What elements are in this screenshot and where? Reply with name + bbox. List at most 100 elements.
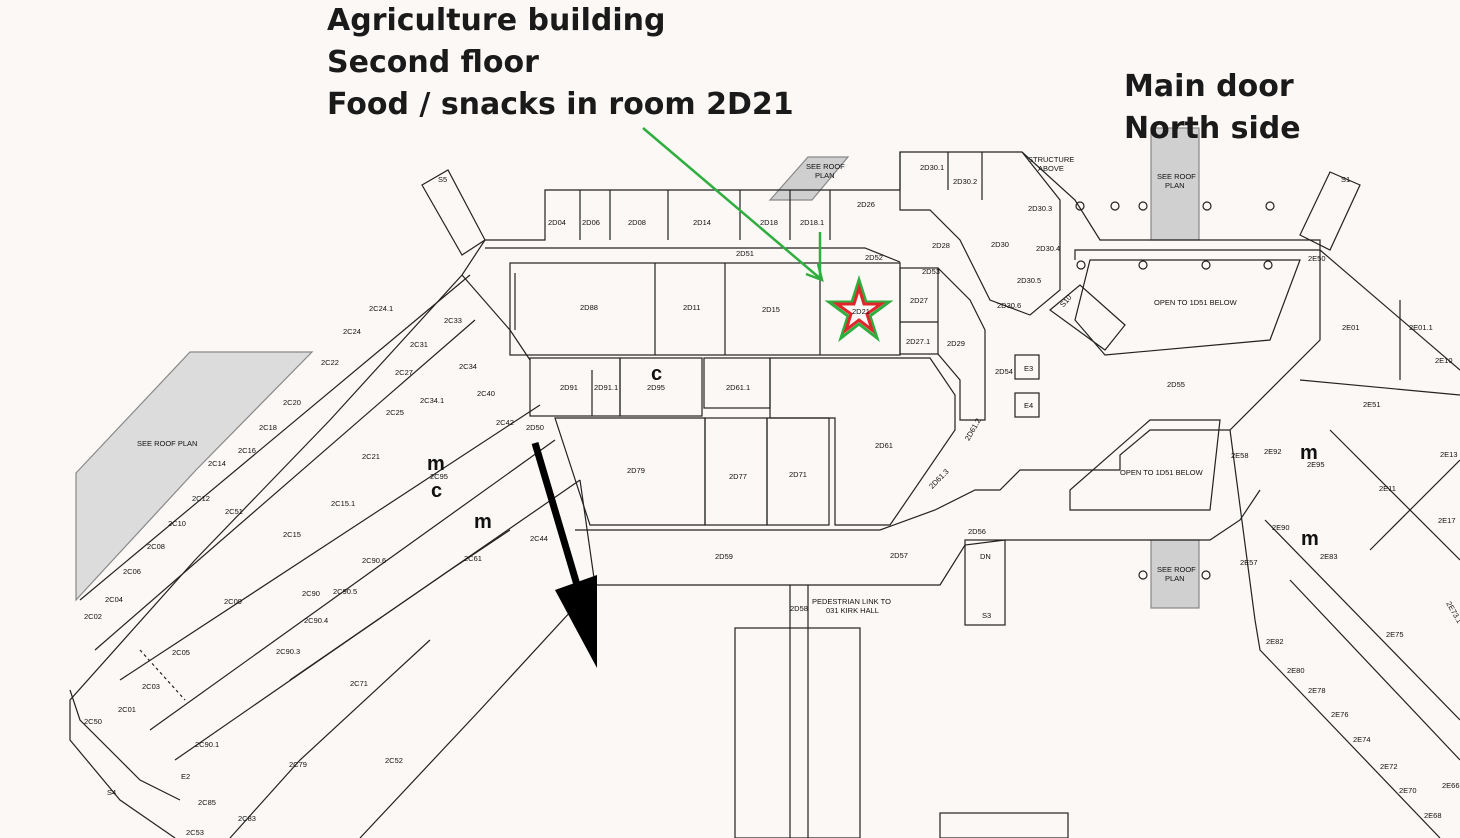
room-label: 2C31 <box>410 340 428 349</box>
room-label: 2C20 <box>283 398 301 407</box>
elevator-e3 <box>1014 354 1040 380</box>
room-label: 2D77 <box>729 472 747 481</box>
note-roof-bottom-1: SEE ROOF <box>1157 565 1196 574</box>
room-label: 2D30.1 <box>920 163 944 172</box>
stair-s5 <box>421 169 486 256</box>
room-label: 2E95 <box>1307 460 1325 469</box>
room-label: 2D91 <box>560 383 578 392</box>
annotation-door-line1: Main door <box>1124 69 1294 104</box>
elevator-e4 <box>1014 392 1040 418</box>
room-label: 2E58 <box>1231 451 1249 460</box>
room-label: 2E83 <box>1320 552 1338 561</box>
note-ped-1: PEDESTRIAN LINK TO <box>812 597 891 606</box>
room-label: 2D26 <box>857 200 875 209</box>
room-label: 2C90 <box>302 589 320 598</box>
room-label: 2E75 <box>1386 630 1404 639</box>
room-label: 2E50 <box>1308 254 1326 263</box>
room-label: 2C16 <box>238 446 256 455</box>
wall-2c71 <box>289 529 511 681</box>
symbol-m: m <box>1300 442 1318 464</box>
symbol-m: m <box>427 453 445 475</box>
room-label: 2E01 <box>1342 323 1360 332</box>
room-label: 2D53 <box>922 267 940 276</box>
room-label: 2C15 <box>283 530 301 539</box>
corridor-east <box>575 250 1321 531</box>
room-label: 2E90 <box>1272 523 1290 532</box>
room-label: 2D27 <box>910 296 928 305</box>
pedestrian-link <box>734 627 861 838</box>
room-label: S5 <box>438 175 447 184</box>
wall-c-wing-outer <box>69 239 486 838</box>
room-label: 2C08 <box>147 542 165 551</box>
room-label: 2D30.2 <box>953 177 977 186</box>
note-open-lower: OPEN TO 1D51 BELOW <box>1120 468 1204 477</box>
room-label: 2E10 <box>1435 356 1453 365</box>
room-label: S10 <box>1058 293 1073 309</box>
stair-s3 <box>964 539 1006 626</box>
annotation-title-line1: Agriculture building <box>327 3 666 38</box>
room-label: 2C42 <box>496 418 514 427</box>
note-roof-right-1: SEE ROOF <box>1157 172 1196 181</box>
room-label: 2E82 <box>1266 637 1284 646</box>
room-label: 2D88 <box>580 303 598 312</box>
room-label: 2D50 <box>526 423 544 432</box>
room-label: 2C25 <box>386 408 404 417</box>
room-label: 2D30 <box>991 240 1009 249</box>
room-label: 2D51 <box>736 249 754 258</box>
wall-south-east <box>595 489 1261 586</box>
room-label: 2C53 <box>186 828 204 837</box>
note-structure-1: STRUCTURE <box>1028 155 1074 164</box>
room-label: 2D61.3 <box>927 467 950 490</box>
room-label: 2D30.6 <box>997 301 1021 310</box>
room-label: 2C44 <box>530 534 548 543</box>
wall-e-wing-outer <box>1319 249 1460 371</box>
room-label: 2C85 <box>198 798 216 807</box>
note-structure-2: ABOVE <box>1038 164 1064 173</box>
pointer-arrow <box>642 127 824 283</box>
room-label: S4 <box>107 788 116 797</box>
room-label: 2D27.1 <box>906 337 930 346</box>
room-label: 2D56 <box>968 527 986 536</box>
room-label: 2E11 <box>1379 484 1396 493</box>
room-label: 2C02 <box>84 612 102 621</box>
room-label: 2D55 <box>1167 380 1185 389</box>
corridor-c-outer <box>79 274 471 601</box>
room-label: 2E66 <box>1442 781 1460 790</box>
room-label: 2C15.1 <box>331 499 355 508</box>
room-label: 2E74 <box>1353 735 1371 744</box>
wall-c-wing-tip <box>69 689 181 801</box>
room-label: 2C24.1 <box>369 304 393 313</box>
room-label: 2C90.5 <box>333 587 357 596</box>
corridor-e-2 <box>1289 579 1460 761</box>
room-label: 2C33 <box>444 316 462 325</box>
wall-north <box>485 151 1321 260</box>
route-arrow <box>531 442 597 668</box>
room-label-2d21: 2D21 <box>852 307 870 316</box>
block-2d71 <box>766 417 830 526</box>
room-label: 2D61 <box>875 441 893 450</box>
room-label: 2E17 <box>1438 516 1456 525</box>
room-label: S3 <box>982 611 991 620</box>
room-label: 2C83 <box>238 814 256 823</box>
annotation-title-line2: Second floor <box>327 45 539 80</box>
room-label: 2C51 <box>225 507 243 516</box>
symbol-m: m <box>474 511 492 533</box>
room-label: 2D54 <box>995 367 1013 376</box>
star-marker <box>824 275 894 343</box>
room-label: 2C34.1 <box>420 396 444 405</box>
room-label: 2C90.6 <box>362 556 386 565</box>
room-label: E4 <box>1024 401 1033 410</box>
room-label: 2D15 <box>762 305 780 314</box>
opening-upper <box>1074 259 1301 356</box>
room-label: 2E80 <box>1287 666 1305 675</box>
room-label: 2C18 <box>259 423 277 432</box>
block-2d61 <box>769 357 956 526</box>
room-label: 2D58 <box>790 604 808 613</box>
symbol-m: m <box>1301 528 1319 550</box>
room-label: 2D29 <box>947 339 965 348</box>
wall-2e11 <box>1369 459 1460 551</box>
room-label: 2D08 <box>628 218 646 227</box>
room-label: 2C06 <box>123 567 141 576</box>
room-label: 2D79 <box>627 466 645 475</box>
